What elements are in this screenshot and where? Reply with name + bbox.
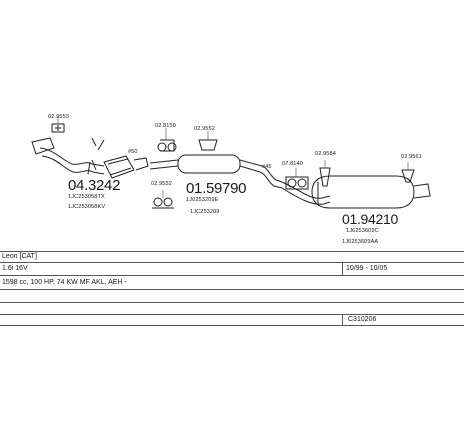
mount-center-low-code: 02.9552 bbox=[151, 181, 172, 187]
mount-center-top-drawing bbox=[157, 139, 177, 152]
engine-spec: 1598 cc, 100 HP, 74 KW MF AKL, AEH - bbox=[2, 279, 127, 286]
table-divider bbox=[0, 251, 464, 252]
rear-silencer-ref1: 1J6253609C bbox=[346, 228, 379, 234]
mount-left-top-code: 02.9553 bbox=[48, 114, 69, 120]
middle-silencer-number: 01.59790 bbox=[186, 180, 247, 197]
table-divider bbox=[342, 314, 343, 325]
mount-center-top2-code: 02.9552 bbox=[194, 126, 215, 132]
mount-left-top-drawing bbox=[51, 123, 65, 133]
front-pipe-ref2: 1JC253058KV bbox=[68, 204, 106, 210]
mount-rear-left-drawing bbox=[285, 176, 309, 190]
production-period: 10/99 - 10/05 bbox=[346, 265, 388, 272]
clamp-mid-code: #45 bbox=[262, 164, 272, 170]
rear-silencer-drawing bbox=[311, 175, 431, 209]
mount-rear-left-code: 07.8140 bbox=[282, 161, 303, 167]
mount-center-top-code: 02.8150 bbox=[155, 123, 176, 129]
table-divider bbox=[0, 275, 464, 276]
mount-center-top2-drawing bbox=[198, 139, 218, 151]
rear-pipe-drawing bbox=[281, 181, 331, 205]
table-divider bbox=[0, 325, 464, 326]
mount-rear-right-code: 02.9561 bbox=[401, 154, 422, 160]
middle-silencer-drawing bbox=[149, 154, 283, 189]
mount-rear-mid-code: 02.9584 bbox=[315, 151, 336, 157]
front-pipe-ref1: 1JC253058TX bbox=[68, 194, 105, 200]
front-pipe-marker: #50 bbox=[128, 149, 138, 155]
rear-silencer-ref2: 1J6253609AA bbox=[342, 239, 379, 245]
front-pipe-drawing bbox=[31, 137, 149, 179]
table-divider bbox=[0, 302, 464, 303]
middle-silencer-ref1: 1J0253209E bbox=[186, 197, 219, 203]
mount-center-low-drawing bbox=[152, 197, 174, 209]
mount-rear-mid-drawing bbox=[319, 167, 331, 187]
table-divider bbox=[0, 289, 464, 290]
engine-type: 1.6i 16V bbox=[2, 265, 28, 272]
front-pipe-number: 04.3242 bbox=[68, 177, 121, 194]
rear-silencer-number: 01.94210 bbox=[342, 211, 398, 227]
model-name: Leon [CAT] bbox=[2, 253, 37, 260]
catalogue-code: C310206 bbox=[348, 316, 377, 323]
middle-silencer-ref2: 1JC253209 bbox=[190, 209, 220, 215]
mount-rear-right-drawing bbox=[401, 169, 415, 183]
table-divider bbox=[0, 314, 464, 315]
table-divider bbox=[342, 262, 343, 275]
table-divider bbox=[0, 262, 464, 263]
